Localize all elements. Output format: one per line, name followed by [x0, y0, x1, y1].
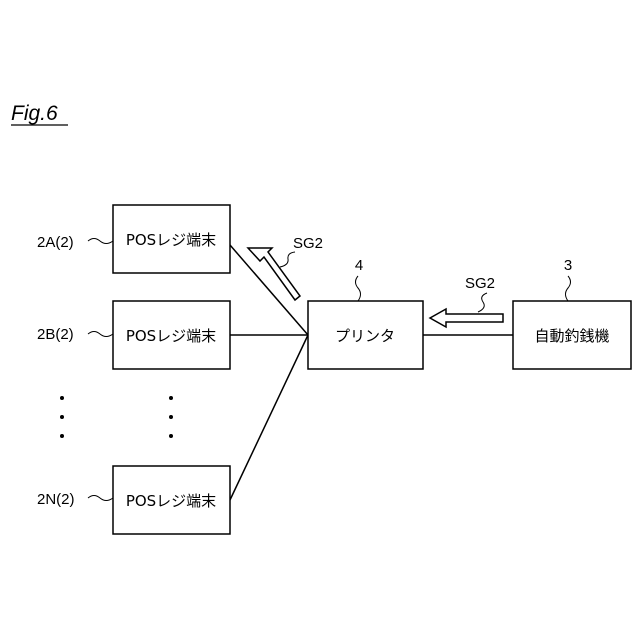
ellipsis-dot [60, 396, 64, 400]
printer-label: プリンタ [335, 327, 395, 345]
change-machine-ref: 3 [564, 257, 572, 274]
change-machine: 自動釣銭機 [513, 301, 631, 369]
signal-label-changer-to-printer: SG2 [465, 275, 495, 292]
pos-terminal-n-leader [88, 496, 113, 501]
signal-label-pos-leader [280, 252, 295, 267]
pos-terminal-a-label: POSレジ端末 [126, 231, 216, 249]
pos-terminal-a: POSレジ端末 [113, 205, 230, 273]
pos-terminal-b: POSレジ端末 [113, 301, 230, 369]
pos-terminal-b-label: POSレジ端末 [126, 327, 216, 345]
ellipsis-dot [169, 434, 173, 438]
ellipsis-dot [169, 396, 173, 400]
ellipsis-dots-terminals [169, 396, 173, 438]
pos-terminal-n-ref: 2N(2) [37, 491, 75, 508]
pos-terminal-b-leader [88, 332, 113, 337]
printer-ref: 4 [355, 257, 363, 274]
ellipsis-dots-refs [60, 396, 64, 438]
pos-terminal-n-label: POSレジ端末 [126, 492, 216, 510]
pos-terminal-n: POSレジ端末 [113, 466, 230, 534]
pos-terminal-a-ref: 2A(2) [37, 234, 74, 251]
change-machine-label: 自動釣銭機 [534, 327, 609, 345]
printer: プリンタ [308, 301, 423, 369]
signal-arrow-changer-to-printer [430, 309, 503, 327]
signal-label-printer-to-pos: SG2 [293, 235, 323, 252]
ellipsis-dot [169, 415, 173, 419]
pos-terminal-b-ref: 2B(2) [37, 326, 74, 343]
wire-printer-pos-n [230, 335, 308, 500]
signal-label-changer-leader [478, 293, 487, 312]
ellipsis-dot [60, 415, 64, 419]
printer-leader [356, 276, 361, 301]
ellipsis-dot [60, 434, 64, 438]
pos-terminal-a-leader [88, 239, 113, 244]
change-machine-leader [566, 276, 571, 301]
figure-title: Fig.6 [11, 102, 58, 125]
